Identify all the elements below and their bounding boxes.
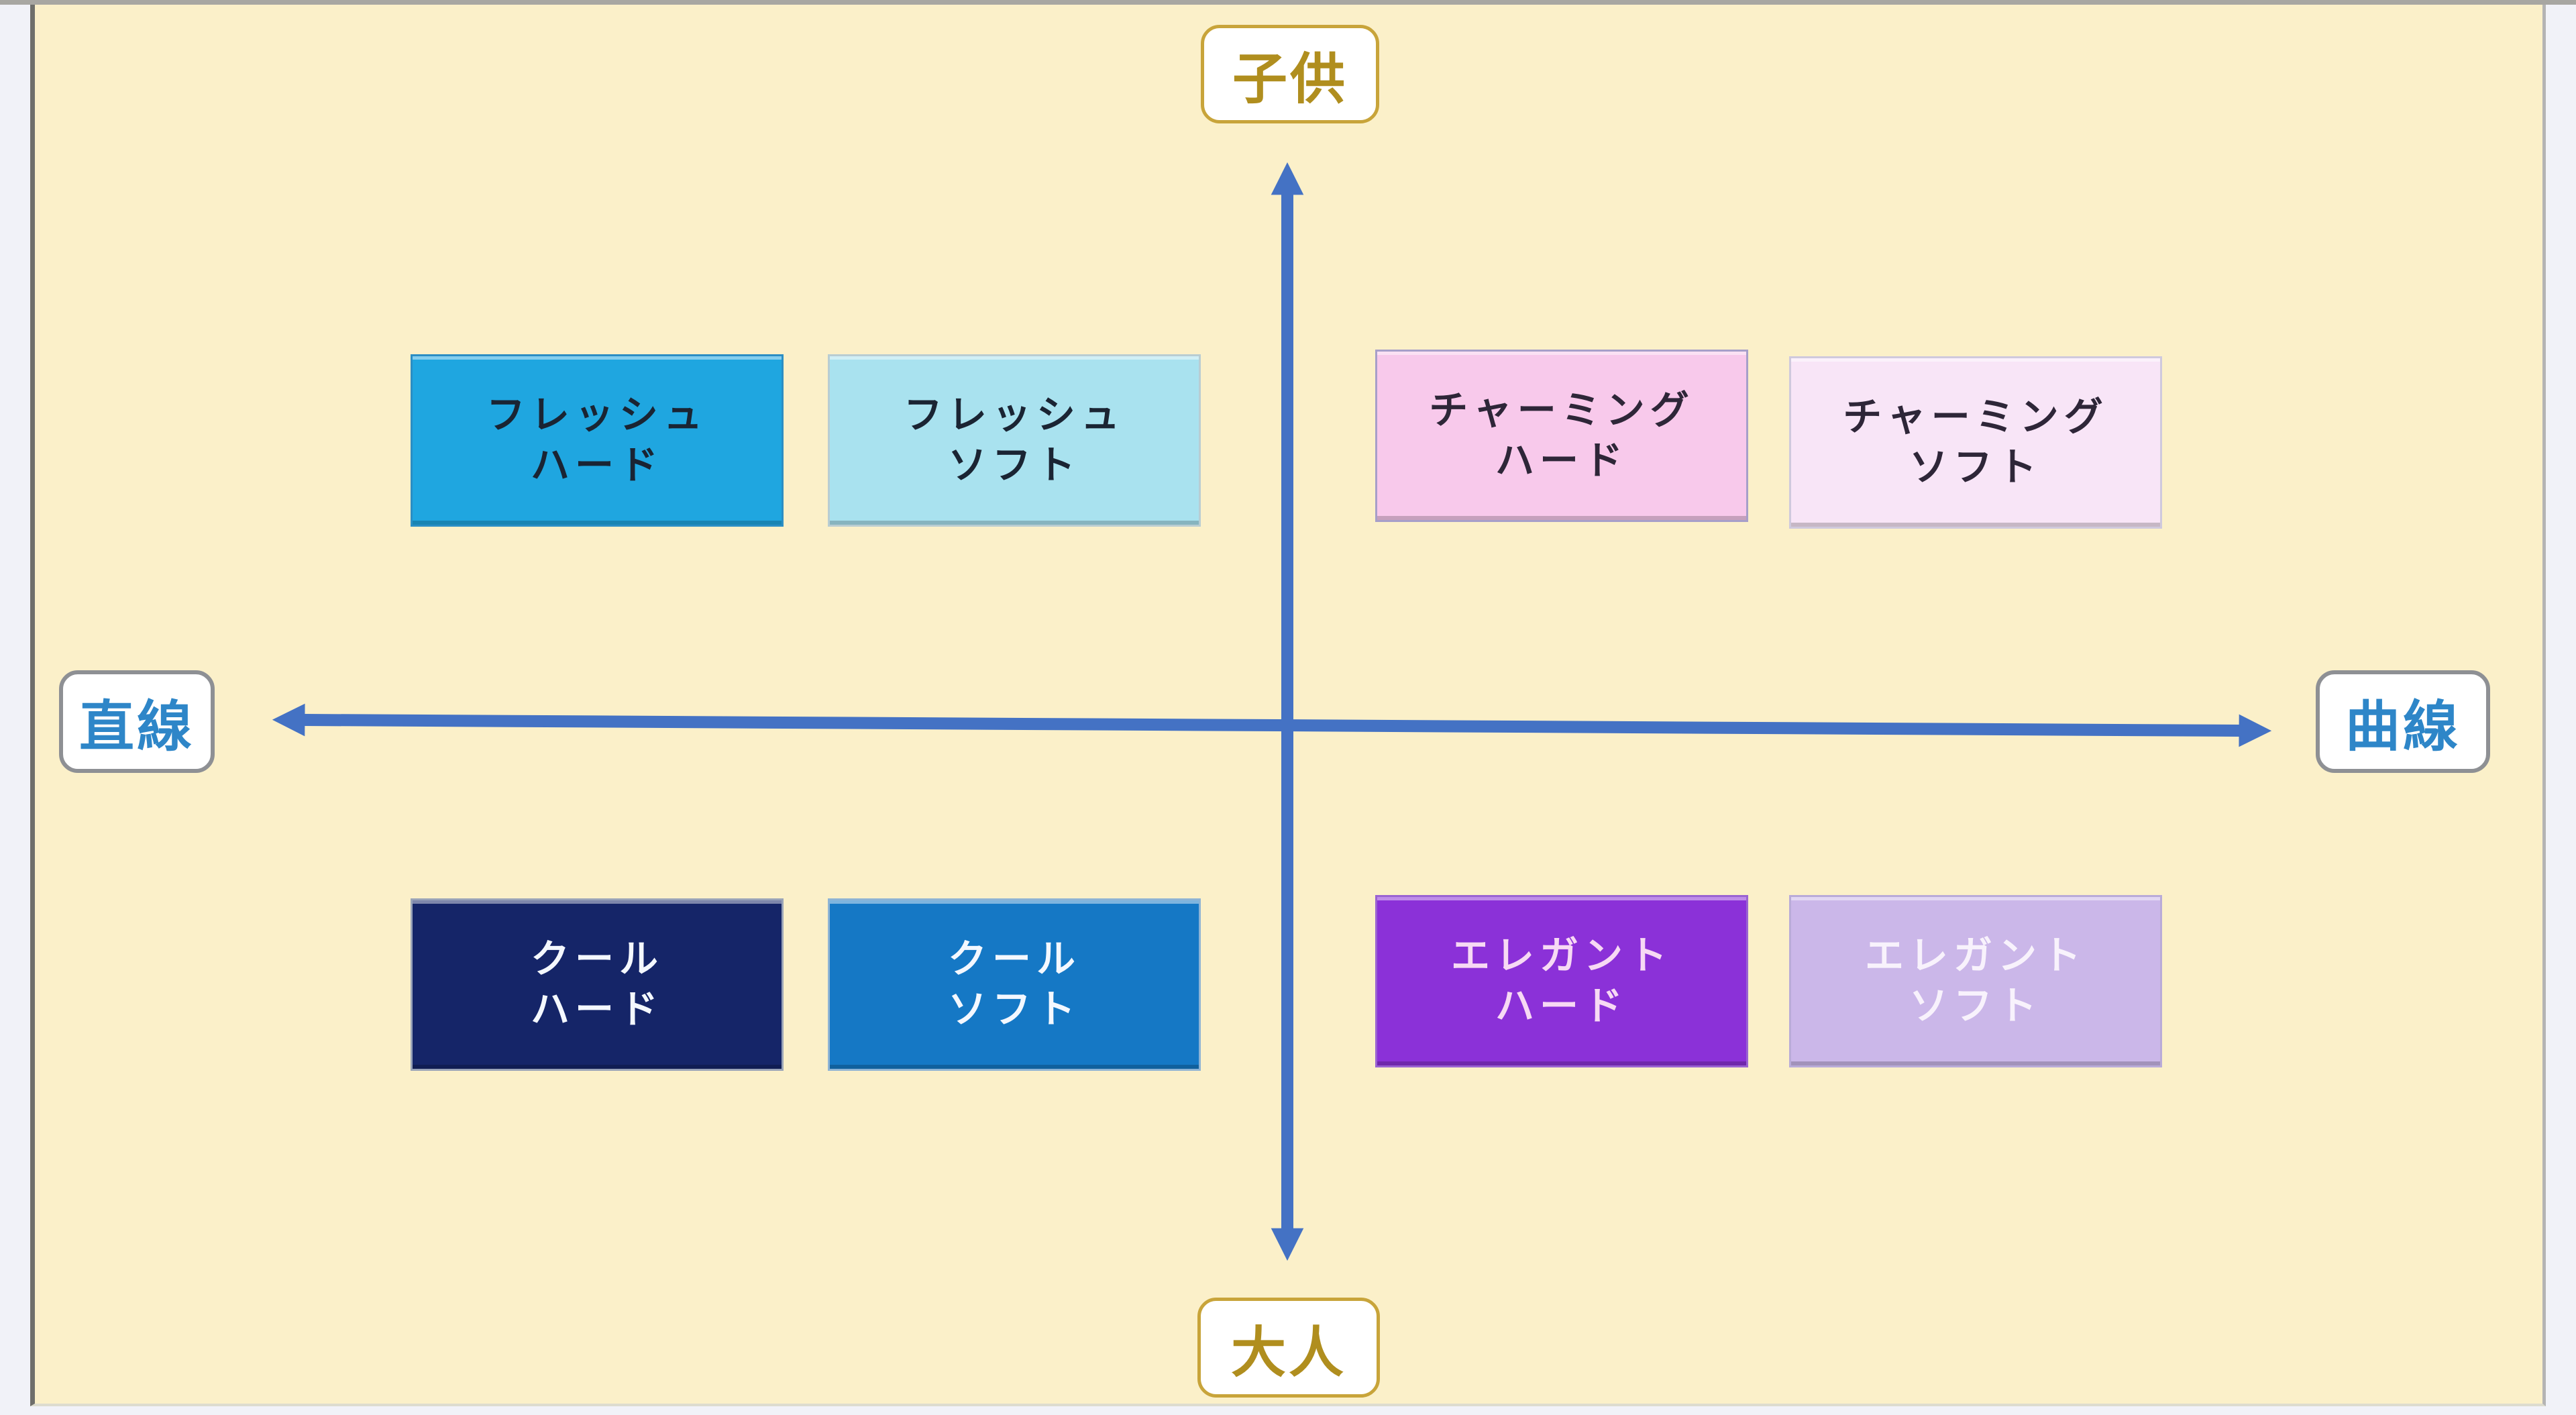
box-label-line2: ソフト	[1909, 445, 2042, 489]
axis-label-top-children: 子供	[1201, 25, 1379, 123]
window-top-strip	[0, 0, 2576, 5]
box-label-line2: ソフト	[947, 987, 1081, 1031]
box-label-line2: ハード	[530, 987, 663, 1031]
box-label-line1: チャーミング	[1429, 388, 1695, 433]
quadrant-box-charming-soft: チャーミング ソフト	[1789, 356, 2162, 529]
quadrant-box-cool-soft: クール ソフト	[828, 898, 1201, 1071]
x-axis	[272, 703, 2272, 747]
quadrant-box-fresh-hard: フレッシュ ハード	[411, 354, 784, 527]
axis-label-bottom-adults: 大人	[1197, 1298, 1380, 1398]
box-label-line2: ハード	[530, 443, 663, 487]
box-label-line1: クール	[530, 937, 663, 982]
box-label-line2: ハード	[1495, 438, 1628, 482]
box-label-line2: ソフト	[1909, 984, 2042, 1028]
quadrant-box-cool-hard: クール ハード	[411, 898, 784, 1071]
quadrant-box-elegant-hard: エレガント ハード	[1375, 895, 1748, 1067]
box-label-line2: ハード	[1495, 984, 1628, 1028]
box-label-line1: クール	[947, 937, 1081, 982]
quadrant-box-elegant-soft: エレガント ソフト	[1789, 895, 2162, 1067]
box-label-line2: ソフト	[947, 443, 1081, 487]
box-label-line1: エレガント	[1864, 934, 2086, 978]
axis-label-right-curved-line: 曲線	[2316, 670, 2490, 773]
box-label-line1: エレガント	[1450, 934, 1672, 978]
diagram-canvas: フレッシュ ハード フレッシュ ソフト チャーミング ハード チャーミング ソフ…	[30, 5, 2546, 1406]
box-label-line1: フレッシュ	[903, 393, 1125, 437]
quadrant-box-charming-hard: チャーミング ハード	[1375, 350, 1748, 522]
box-label-line1: チャーミング	[1843, 395, 2108, 439]
axes	[272, 162, 2272, 1261]
box-label-line1: フレッシュ	[486, 393, 708, 437]
quadrant-box-fresh-soft: フレッシュ ソフト	[828, 354, 1201, 527]
axis-label-left-straight-line: 直線	[59, 670, 215, 773]
